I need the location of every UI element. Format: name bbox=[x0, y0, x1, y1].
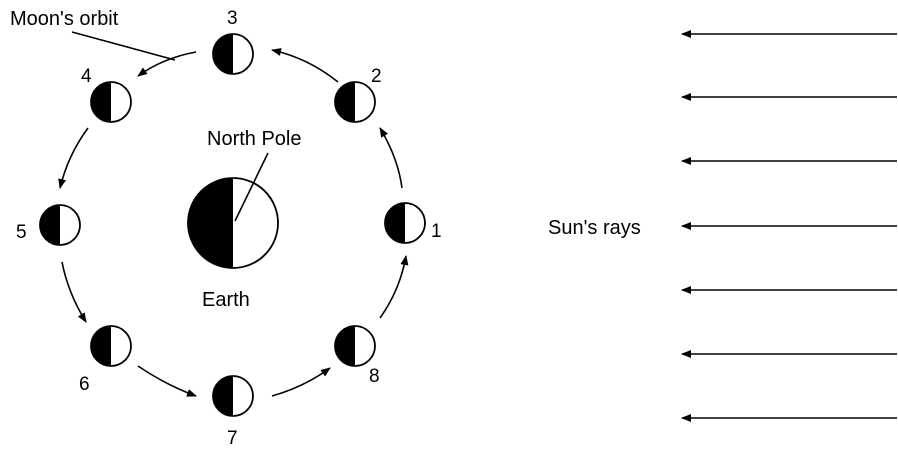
moon-number-5: 5 bbox=[16, 222, 27, 243]
moon-orbit-pointer bbox=[71, 31, 176, 61]
moon-4 bbox=[90, 81, 132, 123]
moon-5-outline bbox=[39, 204, 81, 246]
sun-rays-label: Sun's rays bbox=[548, 217, 641, 239]
orbit-arrow-2-3 bbox=[271, 48, 339, 83]
moon-8 bbox=[334, 325, 376, 367]
orbit-arrow-7-8 bbox=[271, 367, 331, 397]
moon-3-dark-half bbox=[213, 34, 233, 74]
moon-number-7: 7 bbox=[227, 428, 238, 449]
moon-3-outline bbox=[212, 33, 254, 75]
moon-4-dark-half bbox=[91, 82, 111, 122]
moon-7 bbox=[212, 375, 254, 417]
moon-number-8: 8 bbox=[369, 366, 380, 387]
orbit-arrow-1-2 bbox=[379, 127, 403, 189]
earth-outline bbox=[187, 177, 279, 269]
moon-6 bbox=[90, 325, 132, 367]
moon-3 bbox=[212, 33, 254, 75]
moon-6-dark-half bbox=[91, 326, 111, 366]
orbit-arrow-8-1 bbox=[379, 255, 409, 319]
moon-8-outline bbox=[334, 325, 376, 367]
moon-5 bbox=[39, 204, 81, 246]
moon-6-outline bbox=[90, 325, 132, 367]
moon-4-outline bbox=[90, 81, 132, 123]
moon-number-6: 6 bbox=[79, 374, 90, 395]
moon-2-outline bbox=[334, 81, 376, 123]
north-pole-label: North Pole bbox=[207, 128, 302, 150]
orbit-arrow-3-4 bbox=[137, 51, 197, 77]
orbit-arrow-5-6 bbox=[61, 261, 87, 323]
moon-2-dark-half bbox=[335, 82, 355, 122]
moon-number-4: 4 bbox=[81, 66, 92, 87]
north-pole-pointer bbox=[234, 152, 269, 222]
earth-dark-half bbox=[188, 178, 233, 268]
moon-orbit-label: Moon's orbit bbox=[10, 8, 119, 30]
moon-8-dark-half bbox=[335, 326, 355, 366]
moon-1-outline bbox=[384, 202, 426, 244]
orbit-arrow-4-5 bbox=[58, 127, 89, 189]
earth-label: Earth bbox=[202, 289, 250, 311]
earth bbox=[187, 177, 279, 269]
moon-2 bbox=[334, 81, 376, 123]
moon-1-dark-half bbox=[385, 203, 405, 243]
orbit-arrow-6-7 bbox=[137, 365, 197, 397]
moon-1 bbox=[384, 202, 426, 244]
moon-number-3: 3 bbox=[227, 8, 238, 29]
moon-number-1: 1 bbox=[431, 221, 442, 242]
sun-rays bbox=[681, 30, 897, 422]
moon-7-dark-half bbox=[213, 376, 233, 416]
moon-7-outline bbox=[212, 375, 254, 417]
orbit-arrows bbox=[58, 48, 409, 397]
moon-5-dark-half bbox=[40, 205, 60, 245]
moon-number-2: 2 bbox=[371, 66, 382, 87]
